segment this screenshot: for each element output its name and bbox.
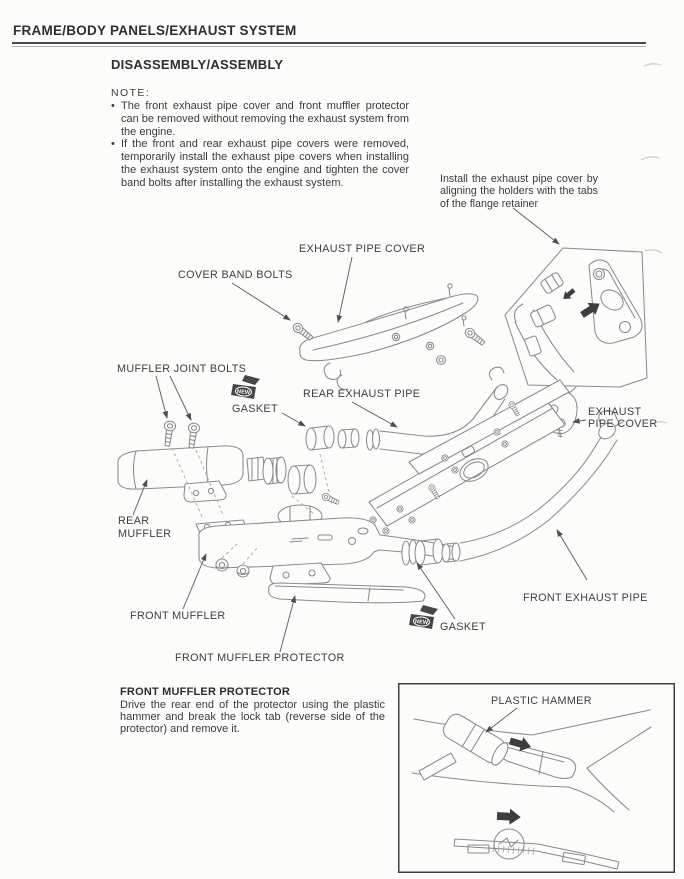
label-gasket-rear: GASKET [232,403,278,415]
new-badge-text: NEW [415,619,429,626]
exploded-diagram: NEW NEW EXHAUST PIPE COVER COVER BAND BO… [117,63,668,664]
muffler-joint-bolt [161,419,177,448]
label-plastic-hammer: PLASTIC HAMMER [491,695,592,707]
label-exhaust-pipe-cover-top: EXHAUST PIPE COVER [299,243,425,255]
plastic-hammer-inset: PLASTIC HAMMER [398,683,675,873]
note-list: The front exhaust pipe cover and front m… [111,100,409,190]
rear-gasket-ring [323,425,335,449]
procedure-section: FRONT MUFFLER PROTECTOR Drive the rear e… [120,686,385,736]
muffler-joint-bolt [185,421,201,450]
new-gasket-icon [409,605,438,629]
front-exhaust-pipe-art [368,379,624,566]
cap-nut [215,558,229,572]
rear-exhaust-pipe-art [305,366,509,455]
leader-lines [132,207,588,653]
lock-tab-highlight-circle [493,828,525,860]
section-title: DISASSEMBLY/ASSEMBLY [111,57,284,72]
diagram-labels: EXHAUST PIPE COVER COVER BAND BOLTS MUFF… [117,243,658,664]
new-gasket-icon [231,375,260,399]
note-label: NOTE: [111,87,151,99]
label-front-exhaust-pipe: FRONT EXHAUST PIPE [523,592,648,604]
scan-artifacts [640,63,668,425]
label-front-muffler: FRONT MUFFLER [130,610,226,622]
inset-border [398,683,675,873]
label-front-muffler-protector: FRONT MUFFLER PROTECTOR [175,652,345,664]
label-rear-muffler: MUFFLER [118,528,171,540]
label-muffler-joint-bolts: MUFFLER JOINT BOLTS [117,363,246,375]
install-annotation: Install the exhaust pipe cover by aligni… [440,173,598,210]
procedure-heading: FRONT MUFFLER PROTECTOR [120,686,290,698]
new-badge-text: NEW [237,389,251,396]
plastic-hammer-art [418,713,509,781]
label-cover-band-bolts: COVER BAND BOLTS [178,269,293,281]
plastic-hammer-leader [485,707,518,733]
label-exhaust-pipe-cover-right: EXHAUST [588,406,642,418]
front-muffler-protector-shape [268,582,426,604]
cap-nut [236,564,250,578]
dashed-alignment-lines [171,447,333,565]
page-header-title: FRAME/BODY PANELS/EXHAUST SYSTEM [13,23,297,38]
procedure-body: Drive the rear end of the protector usin… [120,699,385,736]
note-item: The front exhaust pipe cover and front m… [111,100,409,138]
label-gasket-front: GASKET [440,621,486,633]
lock-tab-cross-section [453,828,620,870]
label-rear-muffler: REAR [118,515,149,527]
rear-muffler-art [117,419,341,507]
note-item: If the front and rear exhaust pipe cover… [111,138,409,189]
flange-retainer-detail-inset [504,247,648,403]
label-exhaust-pipe-cover-right: PIPE COVER [588,418,658,430]
top-cover-assembly [290,283,487,391]
header-rule [12,42,646,47]
cover-band-bolt [462,325,487,348]
cover-band-bolt [290,320,315,343]
label-rear-exhaust-pipe: REAR EXHAUST PIPE [303,388,420,400]
